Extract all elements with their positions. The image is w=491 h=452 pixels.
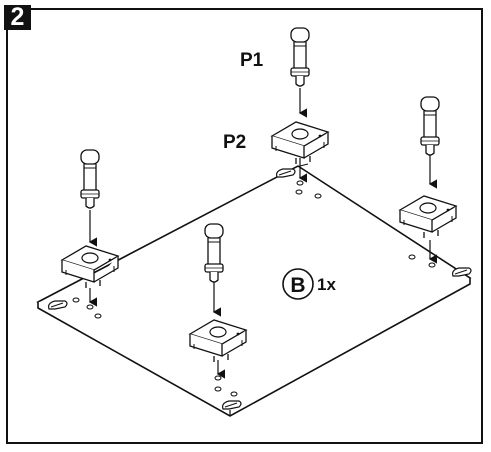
board-b (36, 163, 472, 417)
hole-icon (72, 180, 436, 397)
part-letter: B (290, 274, 305, 297)
cam-lock-icon (271, 121, 329, 165)
label-p1: P1 (240, 50, 264, 71)
cam-lock-icon (399, 195, 457, 239)
instruction-frame (6, 8, 483, 444)
edge-slot (452, 267, 472, 277)
part-quantity: 1x (317, 275, 336, 294)
dowel-pin-icon (290, 27, 310, 87)
step-number-badge: 2 (4, 5, 31, 30)
label-p2: P2 (223, 132, 246, 153)
dowel-pin-icon (80, 149, 100, 209)
dowel-pin-icon (420, 96, 440, 156)
part-letter-circle (282, 268, 314, 300)
